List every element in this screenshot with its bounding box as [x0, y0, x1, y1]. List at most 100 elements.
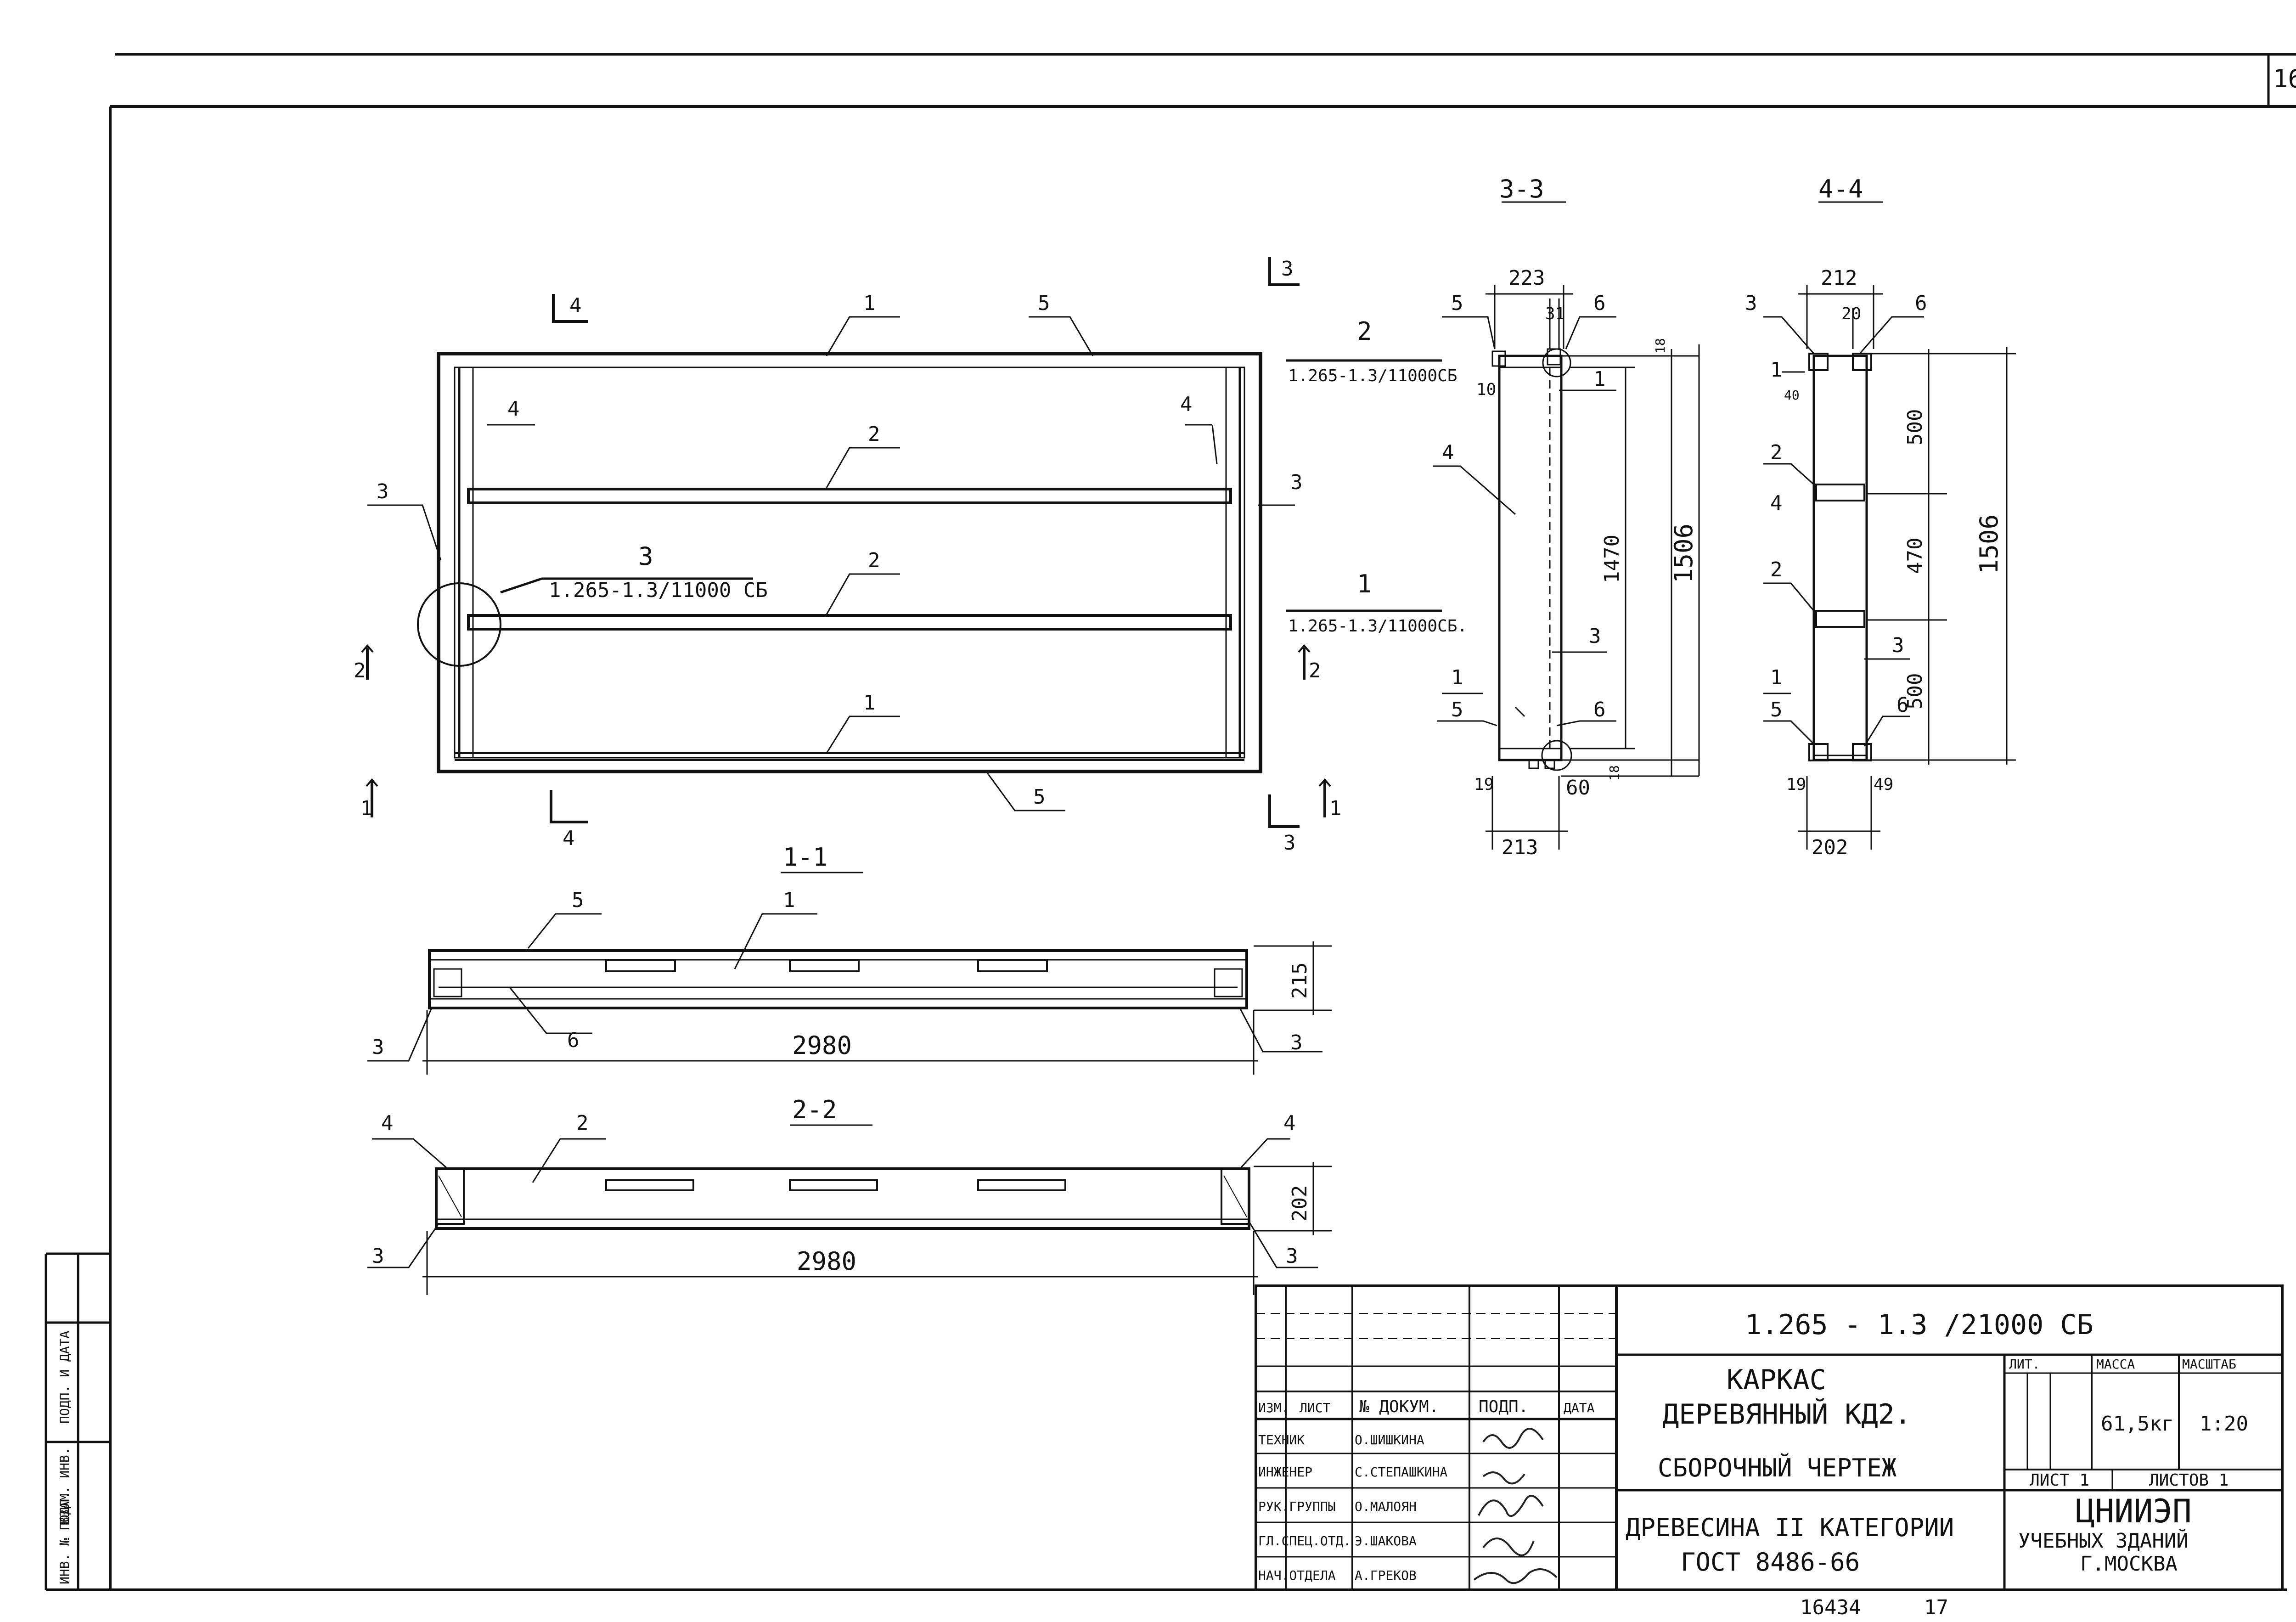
- s11-part-1: 1: [783, 889, 795, 912]
- s22-part-2: 2: [576, 1111, 589, 1135]
- col-header-doc-no: № ДОКУМ.: [1359, 1397, 1439, 1416]
- main-section-mark-1-right: 1: [1329, 797, 1342, 820]
- s44-part-1: 1: [1770, 358, 1783, 382]
- s33-part-6-top: 6: [1593, 292, 1606, 315]
- section-2-2: [367, 1124, 1332, 1295]
- main-section-mark-2-right: 2: [1309, 659, 1321, 682]
- s33-part-1-lower: 1: [1451, 666, 1463, 689]
- section-1-1-title: 1-1: [783, 843, 828, 872]
- s33-part-5-top: 5: [1451, 292, 1463, 315]
- sheet-number-label: ЛИСТ 1: [2030, 1471, 2089, 1490]
- col-header-sheet: ЛИСТ: [1300, 1400, 1331, 1415]
- s33-part-4: 4: [1442, 441, 1454, 464]
- s44-dim-19: 19: [1786, 775, 1806, 794]
- s44-dim-500-bottom: 500: [1903, 673, 1927, 710]
- s33-dim-60: 60: [1566, 776, 1590, 800]
- main-section-mark-3-bottom: 3: [1283, 831, 1296, 855]
- s22-dim-2980: 2980: [797, 1247, 856, 1276]
- section-3-3-title: 3-3: [1499, 175, 1544, 203]
- s11-dim-2980: 2980: [792, 1031, 852, 1060]
- strip-label-sign-date: ПОДП. И ДАТА: [57, 1331, 72, 1424]
- sheets-total-label: ЛИСТОВ 1: [2149, 1471, 2228, 1490]
- role-chief-specialist: ГЛ.СПЕЦ.ОТД.: [1258, 1533, 1351, 1549]
- scale-value: 1:20: [2200, 1412, 2248, 1436]
- callout-a-number: 3: [638, 542, 653, 571]
- role-dept-head: НАЧ.ОТДЕЛА: [1258, 1568, 1336, 1583]
- org-name-line3: Г.МОСКВА: [2080, 1552, 2178, 1576]
- main-section-mark-1-left: 1: [360, 797, 373, 820]
- s11-part-3-right: 3: [1290, 1031, 1303, 1054]
- s44-dim-202: 202: [1812, 836, 1848, 859]
- section-3-3: [1433, 201, 1700, 850]
- s33-dim-31: 31: [1545, 304, 1565, 323]
- s33-part-5-lower: 5: [1451, 698, 1463, 721]
- s44-part-6-top: 6: [1915, 292, 1927, 315]
- drawing-name-line2: ДЕРЕВЯННЫЙ КД2.: [1662, 1397, 1911, 1431]
- name-group-head: О.МАЛОЯН: [1355, 1499, 1417, 1514]
- name-chief-specialist: Э.ШАКОВА: [1355, 1533, 1417, 1549]
- s11-dim-215: 215: [1288, 963, 1311, 999]
- s22-part-4-right: 4: [1283, 1111, 1296, 1135]
- name-dept-head: А.ГРЕКОВ: [1355, 1568, 1417, 1583]
- section-2-2-title: 2-2: [792, 1095, 837, 1124]
- main-part-4-right: 4: [1180, 393, 1193, 416]
- col-header-date: ДАТА: [1564, 1400, 1595, 1415]
- drawing-code: 1.265 - 1.3 /21000 СБ: [1745, 1309, 2093, 1341]
- signature-scribbles: [1473, 1428, 1558, 1584]
- main-part-2-lower: 2: [868, 549, 880, 572]
- main-part-3-right: 3: [1290, 471, 1303, 494]
- main-part-4-left: 4: [507, 397, 520, 421]
- s44-part-3-top: 3: [1745, 292, 1757, 315]
- org-name-line2: УЧЕБНЫХ ЗДАНИЙ: [2018, 1528, 2189, 1553]
- role-engineer: ИНЖЕНЕР: [1258, 1464, 1312, 1480]
- main-part-2-upper: 2: [868, 422, 880, 446]
- main-part-1-top: 1: [863, 292, 876, 315]
- s44-part-6-lower: 6: [1896, 693, 1909, 717]
- s44-dim-40: 40: [1784, 388, 1800, 403]
- s33-dim-18-top: 18: [1653, 338, 1668, 354]
- main-part-3-left: 3: [377, 480, 389, 503]
- s11-part-5: 5: [572, 889, 584, 912]
- s11-part-6: 6: [567, 1029, 580, 1052]
- s44-dim-1506: 1506: [1975, 514, 2003, 574]
- main-section-mark-4-top: 4: [569, 294, 582, 317]
- callout-b-number: 2: [1357, 317, 1372, 346]
- callout-a-reference: 1.265-1.3/11000 СБ: [549, 579, 768, 602]
- s33-dim-213: 213: [1502, 836, 1538, 859]
- role-technician: ТЕХНИК: [1258, 1432, 1305, 1447]
- org-name-line1: ЦНИИЭП: [2076, 1492, 2192, 1530]
- main-section-mark-3-top: 3: [1281, 257, 1294, 281]
- main-section-mark-4-bottom: 4: [563, 827, 575, 850]
- s11-part-3-left: 3: [372, 1036, 384, 1059]
- archive-sheet-number: 17: [1924, 1596, 1948, 1619]
- s33-dim-width-top: 223: [1508, 266, 1545, 290]
- strip-label-inv-no: ИНВ. № ПОДЛ.: [57, 1492, 72, 1584]
- name-engineer: С.СТЕПАШКИНА: [1355, 1464, 1447, 1480]
- main-view: [361, 257, 1442, 828]
- s44-dim-20: 20: [1841, 304, 1861, 323]
- sheet-frame: [46, 53, 2296, 1591]
- page-number: 16: [2273, 64, 2296, 93]
- section-4-4-title: 4-4: [1818, 175, 1863, 203]
- s22-part-3-right: 3: [1286, 1245, 1298, 1268]
- s33-part-1-upper: 1: [1593, 367, 1606, 391]
- left-margin-strip: [45, 1252, 110, 1590]
- strip-label-replace-inv: ВЗАМ. ИНВ.: [57, 1447, 72, 1525]
- s44-part-4: 4: [1770, 491, 1783, 515]
- callout-c-number: 1: [1357, 569, 1372, 598]
- s33-dim-18-bottom: 18: [1607, 765, 1622, 781]
- s33-part-3: 3: [1589, 625, 1601, 648]
- s22-part-4-left: 4: [381, 1111, 394, 1135]
- s33-dim-10: 10: [1476, 380, 1496, 399]
- s33-dim-1470: 1470: [1600, 535, 1624, 583]
- s44-dim-212: 212: [1821, 266, 1857, 290]
- mass-value: 61,5кг: [2101, 1412, 2174, 1436]
- material-line1: ДРЕВЕСИНА II КАТЕГОРИИ: [1626, 1513, 1954, 1542]
- main-part-5-top: 5: [1038, 292, 1050, 315]
- s33-part-6-lower: 6: [1593, 698, 1606, 721]
- scale-label: МАСШТАБ: [2182, 1357, 2236, 1372]
- s33-dim-1506: 1506: [1669, 524, 1698, 583]
- material-line2: ГОСТ 8486-66: [1681, 1548, 1860, 1577]
- s44-part-3-lower: 3: [1892, 634, 1904, 657]
